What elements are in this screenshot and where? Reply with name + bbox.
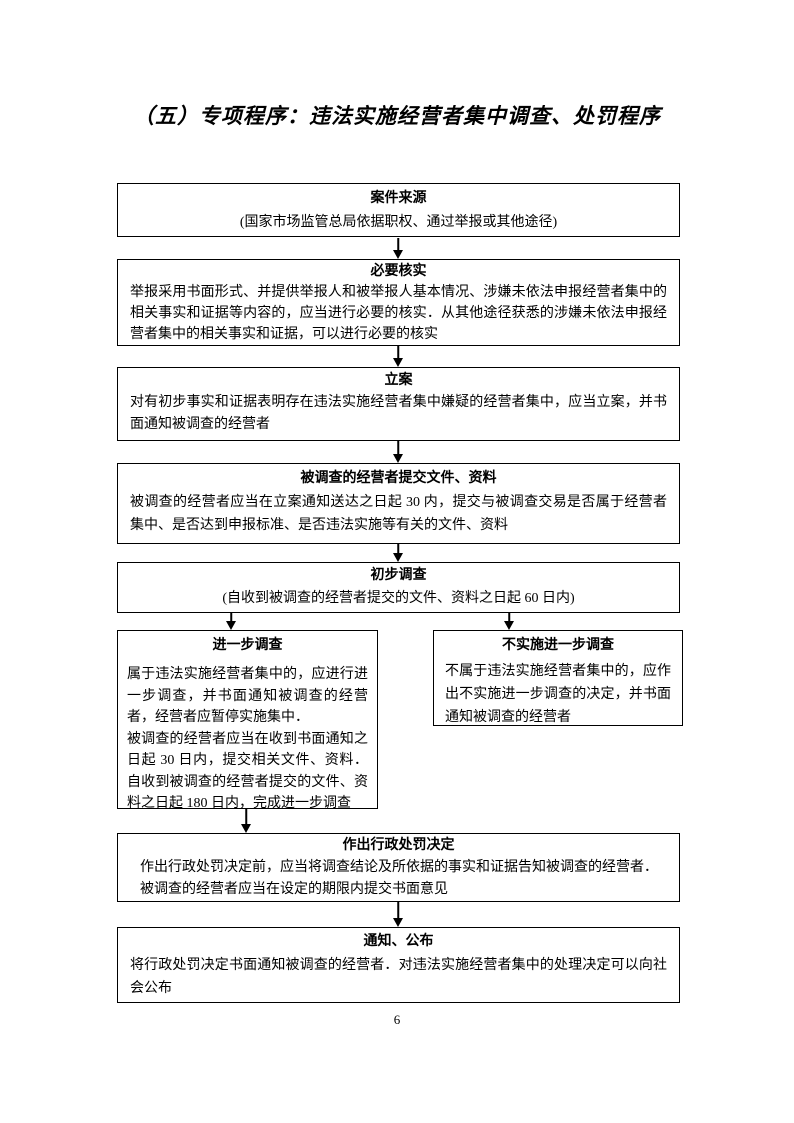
flow-node-penalty-decision: 作出行政处罚决定 作出行政处罚决定前，应当将调查结论及所依据的事实和证据告知被调… [117,833,680,902]
down-arrow-connector [392,441,404,463]
node-title: 初步调查 [370,568,427,583]
flow-node-preliminary-investigation: 初步调查 (自收到被调查的经营者提交的文件、资料之日起 60 日内) [117,562,680,613]
down-arrow-connector [225,613,237,630]
node-title: 被调查的经营者提交文件、资料 [300,471,497,486]
arrow-stem [397,238,399,252]
arrow-head-icon [393,358,403,367]
flow-node-necessary-verification: 必要核实 举报采用书面形式、并提供举报人和被举报人基本情况、涉嫌未依法申报经营者… [117,259,680,346]
down-arrow-connector [392,902,404,927]
arrow-stem [508,613,510,623]
node-title: 进一步调查 [212,638,283,653]
flow-node-notify-publish: 通知、公布 将行政处罚决定书面通知被调查的经营者．对违法实施经营者集中的处理决定… [117,927,680,1003]
node-body: 被调查的经营者应当在立案通知送达之日起 30 内，提交与被调查交易是否属于经营者… [130,495,667,533]
arrow-stem [397,544,399,555]
arrow-head-icon [393,454,403,463]
arrow-head-icon [226,621,236,630]
node-title: 立案 [384,373,413,388]
page-title: （五）专项程序：违法实施经营者集中调查、处罚程序 [133,104,661,128]
page-number: 6 [393,1012,401,1027]
flow-node-case-source: 案件来源 (国家市场监管总局依据职权、通过举报或其他途径) [117,183,680,237]
down-arrow-connector [392,346,404,367]
arrow-stem [397,441,399,456]
node-title: 案件来源 [370,191,427,206]
node-body: 将行政处罚决定书面通知被调查的经营者．对违法实施经营者集中的处理决定可以向社会公… [130,958,667,996]
node-body: (自收到被调查的经营者提交的文件、资料之日起 60 日内) [222,591,575,606]
node-title: 必要核实 [370,264,427,279]
node-title: 不实施进一步调查 [502,638,614,653]
node-body: 举报采用书面形式、并提供举报人和被举报人基本情况、涉嫌未依法申报经营者集中的相关… [130,285,667,342]
arrow-head-icon [393,918,403,927]
flow-node-further-investigation: 进一步调查 属于违法实施经营者集中的，应进行进一步调查，并书面通知被调查的经营者… [117,630,378,809]
node-body: (国家市场监管总局依据职权、通过举报或其他途径) [239,215,558,230]
flow-node-no-further-investigation: 不实施进一步调查 不属于违法实施经营者集中的，应作出不实施进一步调查的决定，并书… [433,630,683,726]
arrow-stem [230,613,232,623]
arrow-stem [245,809,247,826]
node-title: 作出行政处罚决定 [342,838,455,853]
node-title: 通知、公布 [363,934,434,949]
down-arrow-connector [392,544,404,562]
node-body: 属于违法实施经营者集中的，应进行进一步调查，并书面通知被调查的经营者，经营者应暂… [127,667,368,809]
node-body: 作出行政处罚决定前，应当将调查结论及所依据的事实和证据告知被调查的经营者． 被调… [140,860,658,897]
down-arrow-connector [240,809,252,833]
node-body: 不属于违法实施经营者集中的，应作出不实施进一步调查的决定，并书面通知被调查的经营… [445,664,671,725]
arrow-head-icon [241,824,251,833]
node-body: 对有初步事实和证据表明存在违法实施经营者集中嫌疑的经营者集中，应当立案，并书面通… [130,395,667,432]
flow-node-submit-documents: 被调查的经营者提交文件、资料 被调查的经营者应当在立案通知送达之日起 30 内，… [117,463,680,544]
down-arrow-connector [392,238,404,259]
arrow-head-icon [504,621,514,630]
down-arrow-connector [503,613,515,630]
arrow-head-icon [393,553,403,562]
arrow-stem [397,902,399,920]
arrow-stem [397,346,399,360]
arrow-head-icon [393,250,403,259]
flow-node-case-filing: 立案 对有初步事实和证据表明存在违法实施经营者集中嫌疑的经营者集中，应当立案，并… [117,367,680,441]
